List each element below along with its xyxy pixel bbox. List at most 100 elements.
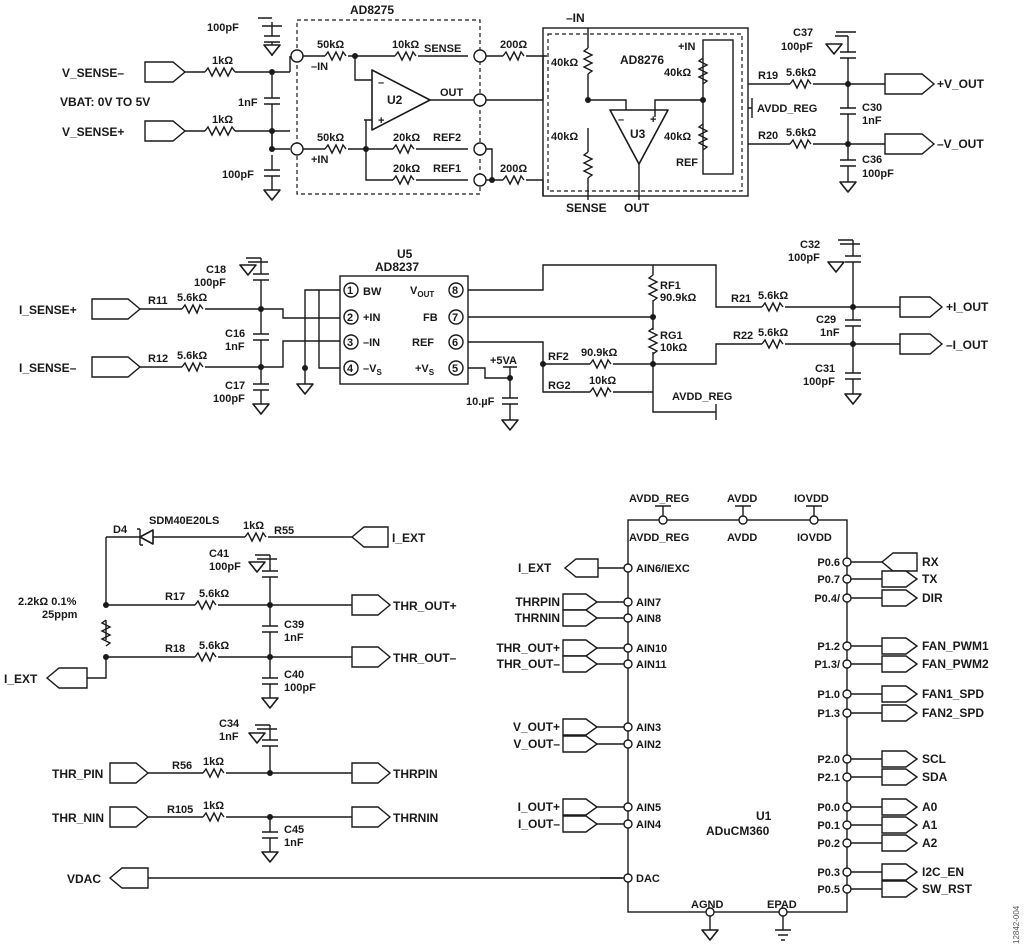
neg-i-out-label: –I_OUT	[946, 338, 989, 352]
r22-value: 5.6kΩ	[758, 327, 788, 339]
ad8275-label: AD8275	[350, 3, 394, 17]
thrnin-label: THRNIN	[393, 811, 438, 825]
vdac-label: VDAC	[67, 872, 101, 886]
r18-label: R18	[165, 643, 185, 655]
mcu-right-net-label: SDA	[922, 770, 948, 784]
resistor-r22	[761, 338, 784, 350]
mcu-right-pin-label: P0.7	[817, 574, 840, 586]
resistor-r19	[789, 78, 812, 90]
resistor-rf1	[647, 274, 659, 302]
mcu-right-net-label: FAN_PWM2	[922, 657, 989, 671]
c17-label: C17	[225, 380, 245, 392]
mcu-right-net-label: A1	[922, 818, 938, 832]
mcu-right-net-flag	[880, 552, 918, 572]
r21-label: R21	[731, 293, 751, 305]
r12-value: 5.6kΩ	[177, 350, 207, 362]
neg-v-out-flag	[884, 133, 936, 155]
mcu-right-pin-circle	[842, 838, 852, 848]
ad8275-outline	[296, 19, 481, 195]
u2-opamp	[371, 69, 431, 131]
mcu-left-net-flag	[562, 718, 599, 736]
u2-plus-sign: +	[378, 115, 384, 127]
mcu-right-net-flag	[881, 589, 919, 607]
mcu-left-pin-circle	[623, 659, 633, 669]
r19-label: R19	[758, 70, 778, 82]
mcu-right-pin-circle	[842, 641, 852, 651]
mcu-left-pin-label: AIN10	[636, 643, 667, 655]
c30-label: C30	[862, 102, 882, 114]
mcu-left-pin-label: AIN8	[636, 613, 661, 625]
r50k-bot-value: 50kΩ	[317, 132, 344, 144]
r22-label: R22	[733, 330, 753, 342]
mcu-left-pin-label: AIN11	[636, 659, 667, 671]
ground-symbol	[248, 561, 266, 573]
ad8276-label: AD8276	[620, 53, 664, 67]
r10k-sense-value: 10kΩ	[392, 39, 419, 51]
pos-in-label: +IN	[311, 154, 328, 166]
u5-avdd-reg-label: AVDD_REG	[672, 391, 732, 403]
thr-pin-label: THR_PIN	[52, 767, 103, 781]
diode-part-label: SDM40E20LS	[149, 515, 219, 527]
r20-label: R20	[758, 130, 778, 142]
mcu-left-net-flag	[562, 735, 599, 753]
ref1-label: REF1	[433, 163, 461, 175]
ground-symbol	[248, 732, 266, 744]
ad8275-pos-in-pin	[290, 142, 304, 156]
mcu-left-pin-label: AIN2	[636, 739, 661, 751]
neg-in-label: –IN	[311, 61, 328, 73]
resistor-rf2	[589, 358, 612, 370]
c37-value: 100pF	[781, 41, 813, 53]
r40k-bl-value: 40kΩ	[551, 131, 578, 143]
resistor-r55	[244, 531, 267, 543]
r11-label: R11	[148, 295, 168, 307]
u1-ic-body	[627, 519, 848, 913]
c29-value: 1nF	[820, 327, 840, 339]
ad8276-outline	[547, 33, 743, 192]
i-sense-neg-flag	[91, 356, 142, 378]
resistor-r105	[202, 811, 225, 823]
u5-neg-in-label: –IN	[363, 337, 380, 349]
mcu-left-net-label: THRPIN	[515, 595, 560, 609]
r200-top-value: 200Ω	[500, 39, 527, 51]
u5-pin8-num: 8	[452, 285, 458, 297]
v-sense-neg-label: V_SENSE–	[62, 66, 124, 80]
v-sense-pos-input-flag	[144, 120, 187, 142]
mcu-right-net-flag	[881, 704, 919, 722]
rf1-value: 90.9kΩ	[660, 292, 697, 304]
u5-pin4-num: 4	[347, 363, 354, 375]
ground-symbol	[827, 261, 845, 273]
u5-neg-vs-label: –VS	[363, 363, 382, 377]
i-ext-in-label: I_EXT	[392, 531, 426, 545]
mcu-left-net-label: THR_OUT+	[496, 641, 560, 655]
mcu-left-net-label: I_OUT–	[518, 817, 560, 831]
u5-pin1-num: 1	[347, 285, 353, 297]
rg1-label: RG1	[660, 330, 683, 342]
u5-part-label: AD8237	[375, 260, 419, 274]
mcu-left-net-label: THRNIN	[515, 611, 560, 625]
u3-label: U3	[630, 127, 646, 141]
thr-nin-label: THR_NIN	[52, 811, 104, 825]
c31-label: C31	[815, 363, 835, 375]
mcu-left-net-label: I_OUT+	[518, 800, 560, 814]
mcu-right-net-label: FAN_PWM1	[922, 639, 989, 653]
r105-value: 1kΩ	[203, 800, 224, 812]
c31-value: 100pF	[803, 376, 835, 388]
ad8275-neg-in-pin	[290, 49, 304, 63]
mcu-right-net-label: DIR	[922, 591, 943, 605]
mcu-left-net-flag	[562, 639, 599, 657]
c45-label: C45	[284, 824, 304, 836]
ground-symbol	[239, 264, 257, 276]
mcu-right-pin-label: P0.2	[817, 838, 840, 850]
c40-label: C40	[284, 669, 304, 681]
mcu-right-pin-circle	[842, 659, 852, 669]
u3-minus-sign: –	[618, 114, 624, 126]
i-sense-pos-flag	[91, 298, 142, 320]
c-top-value: 100pF	[207, 22, 239, 34]
ad8276-avdd-reg-label: AVDD_REG	[757, 103, 817, 115]
i-sense-neg-label: I_SENSE–	[19, 361, 77, 375]
ad8276-out-label: OUT	[624, 201, 650, 215]
mcu-left-pin-label: AIN5	[636, 802, 661, 814]
resistor-200-top	[502, 50, 525, 62]
r18-value: 5.6kΩ	[199, 640, 229, 652]
